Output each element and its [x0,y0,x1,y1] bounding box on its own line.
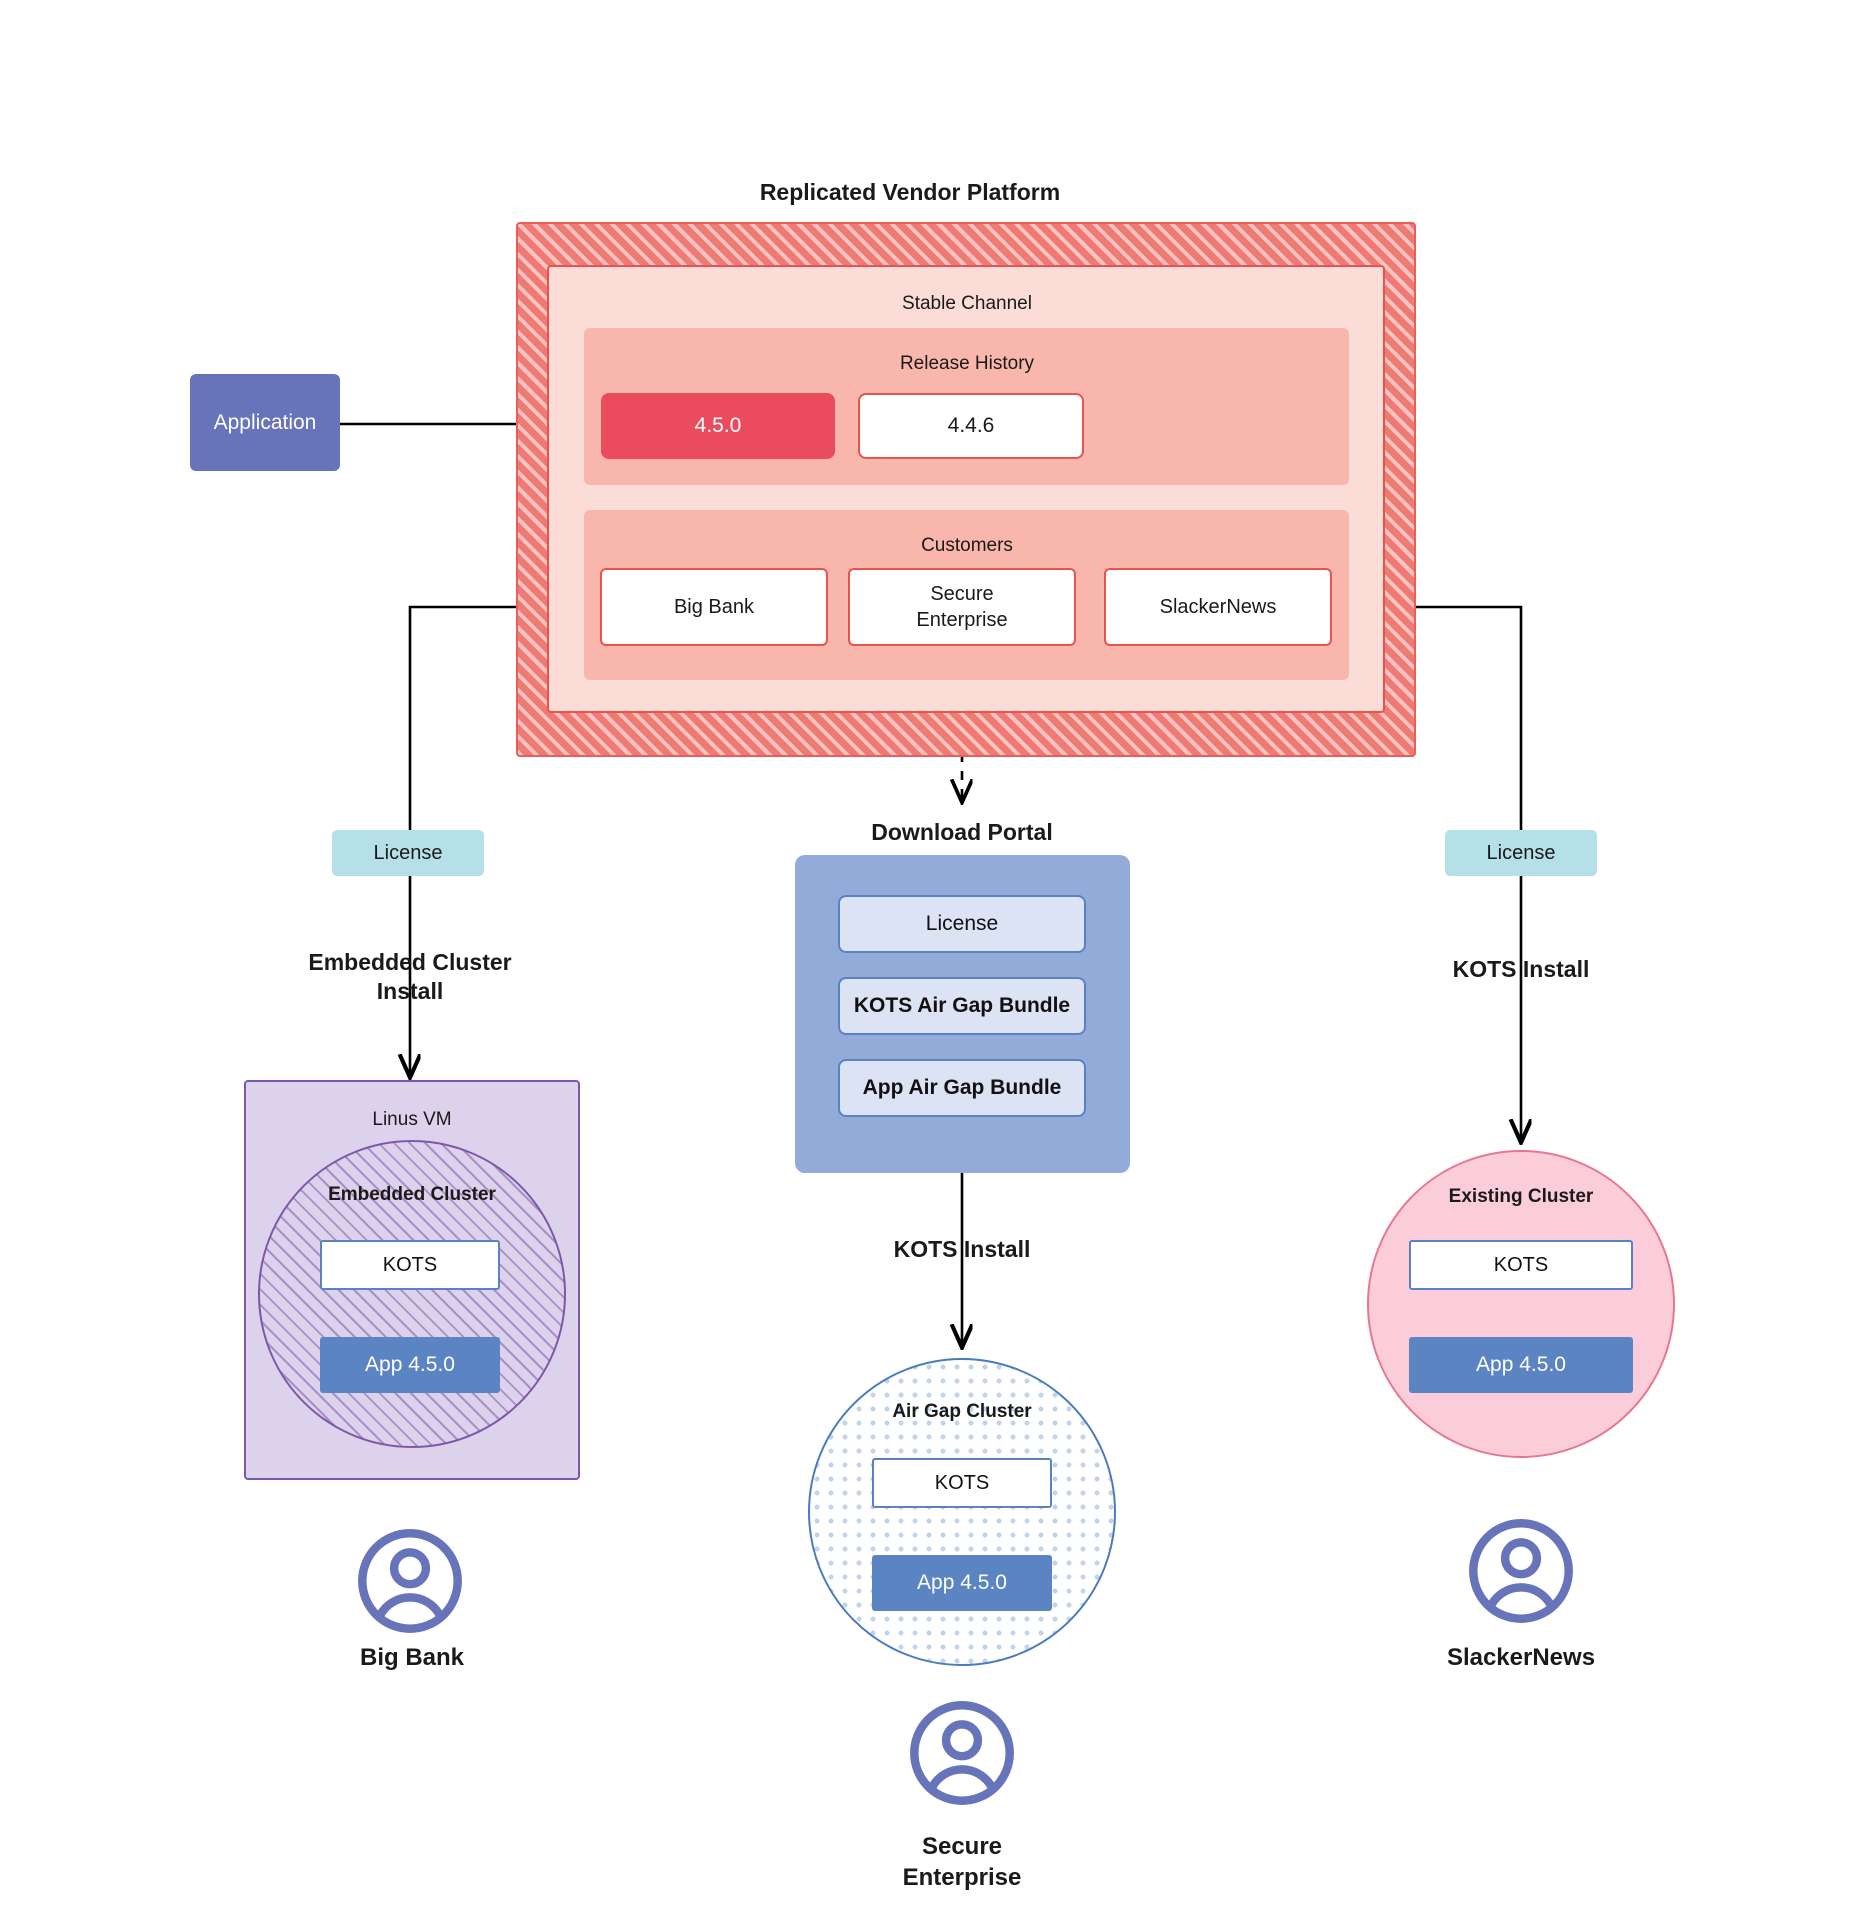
persona-label-secure-enterprise: Secure Enterprise [902,1833,1022,1891]
license-chip-right[interactable]: License [1445,830,1597,876]
release-history-label: Release History [899,353,1035,374]
persona-label-big-bank: Big Bank [359,1644,464,1671]
portal-item-kots-air-gap-bundle[interactable]: KOTS Air Gap Bundle [838,977,1086,1035]
avatar-secure-enterprise [909,1700,1015,1806]
stable-channel-label: Stable Channel [902,293,1032,314]
existing-cluster-label: Existing Cluster [1448,1186,1594,1207]
download-portal-title: Download Portal [871,819,1053,845]
release-chip-4-5-0[interactable]: 4.5.0 [601,393,835,459]
air-gap-cluster-circle [808,1358,1116,1666]
user-avatar-icon [358,1529,462,1633]
user-avatar-icon [910,1701,1014,1805]
application-node[interactable]: Application [190,374,340,471]
portal-item-license[interactable]: License [838,895,1086,953]
kots-box-right[interactable]: KOTS [1409,1240,1633,1290]
customer-chip-slackernews[interactable]: SlackerNews [1104,568,1332,646]
avatar-slackernews [1468,1518,1574,1624]
existing-cluster-circle [1367,1150,1675,1458]
portal-item-app-air-gap-bundle[interactable]: App Air Gap Bundle [838,1059,1086,1117]
kots-box-middle[interactable]: KOTS [872,1458,1052,1508]
release-chip-4-4-6[interactable]: 4.4.6 [858,393,1084,459]
customer-chip-big-bank[interactable]: Big Bank [600,568,828,646]
customer-chip-secure-enterprise[interactable]: Secure Enterprise [848,568,1076,646]
embedded-cluster-label: Embedded Cluster [328,1184,496,1205]
license-chip-left[interactable]: License [332,830,484,876]
persona-label-slackernews: SlackerNews [1446,1644,1596,1671]
app-version-box-left[interactable]: App 4.5.0 [320,1337,500,1393]
air-gap-cluster-label: Air Gap Cluster [892,1401,1032,1422]
customers-label: Customers [921,535,1013,556]
edge-label-embedded-cluster-install: Embedded Cluster Install [308,949,512,1005]
page-title: Replicated Vendor Platform [759,179,1061,205]
edge-label-kots-install-middle: KOTS Install [893,1236,1031,1262]
app-version-box-middle[interactable]: App 4.5.0 [872,1555,1052,1611]
app-version-box-right[interactable]: App 4.5.0 [1409,1337,1633,1393]
edge-label-kots-install-right: KOTS Install [1452,956,1590,982]
kots-box-left[interactable]: KOTS [320,1240,500,1290]
user-avatar-icon [1469,1519,1573,1623]
embedded-cluster-circle [258,1140,566,1448]
linus-vm-label: Linus VM [372,1109,452,1130]
avatar-big-bank [357,1528,463,1634]
